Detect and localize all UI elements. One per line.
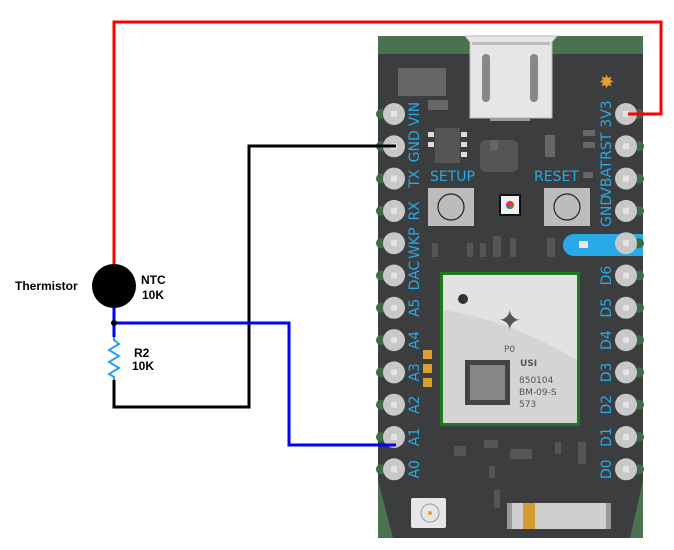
pin-wkp[interactable] (376, 232, 405, 255)
module-name: P0 (504, 345, 515, 355)
photon-board: ✸ SETUP RESET (378, 35, 643, 538)
ufl-connector (411, 498, 446, 528)
pin-a4[interactable] (376, 329, 405, 352)
pin-label-d7: D7 (599, 233, 615, 253)
pin-d5[interactable] (615, 296, 644, 319)
p0-module: ✦ P0 USI 850104 BM-09-S 573 (440, 272, 580, 426)
pin-d4[interactable] (615, 329, 644, 352)
pin-d1[interactable] (615, 426, 644, 448)
pin-label-3v3: 3V3 (599, 100, 615, 127)
pin-label-a2: A2 (407, 395, 423, 413)
resistor-r2 (107, 337, 121, 380)
setup-button[interactable] (428, 188, 474, 226)
pin-label-vin: VIN (407, 102, 423, 126)
pin-a1[interactable] (376, 426, 405, 448)
pin-label-gnd: GND (407, 130, 423, 162)
pin-label-d5: D5 (599, 298, 615, 318)
pin-label-dac: DAC (407, 260, 423, 290)
resistor-name: R2 (134, 346, 150, 360)
pin-label-d1: D1 (599, 427, 615, 447)
reset-button[interactable] (544, 188, 590, 226)
pin-d3[interactable] (615, 361, 644, 384)
pin-label-d6: D6 (599, 266, 615, 286)
thermistor (92, 264, 136, 308)
pin-label-rx: RX (407, 201, 423, 221)
pin-gnd[interactable] (615, 199, 644, 222)
pin-label-vbat: VBAT (599, 160, 615, 197)
module-line3: 573 (519, 400, 536, 410)
module-line2: BM-09-S (519, 388, 557, 398)
pin-label-tx: TX (407, 169, 423, 189)
setup-label: SETUP (430, 169, 475, 185)
module-brand: USI (520, 359, 537, 369)
junction-dot (111, 320, 117, 326)
pin-rx[interactable] (376, 199, 405, 222)
thermistor-type: NTC (141, 273, 166, 287)
pin-a0[interactable] (376, 458, 405, 481)
sparkle-icon: ✸ (599, 72, 614, 92)
thermistor-label: Thermistor (15, 279, 78, 293)
pin-a5[interactable] (376, 296, 405, 319)
thermistor-value: 10K (142, 288, 164, 302)
pin-d7[interactable] (615, 232, 644, 255)
pin-d0[interactable] (615, 458, 644, 481)
pin-label-rst: RST (599, 132, 615, 160)
rgb-led (499, 194, 521, 216)
pin-label-d3: D3 (599, 363, 615, 383)
usb-connector (463, 35, 559, 121)
pin-d6[interactable] (615, 264, 644, 287)
pin-label-a0: A0 (407, 460, 423, 478)
pin-label-a4: A4 (407, 331, 423, 350)
pin-label-d2: D2 (599, 395, 615, 415)
pin-a2[interactable] (376, 393, 405, 416)
resistor-value: 10K (132, 359, 154, 373)
pin-tx[interactable] (376, 167, 405, 190)
pin-label-d0: D0 (599, 459, 615, 479)
pin-rst[interactable] (615, 135, 644, 158)
pin-label-a1: A1 (407, 428, 423, 446)
pin-label-gnd: GND (599, 195, 615, 227)
reset-label: RESET (534, 169, 579, 185)
pin-a3[interactable] (376, 361, 405, 384)
pin-d2[interactable] (615, 393, 644, 416)
pin-vbat[interactable] (615, 167, 644, 190)
pin-dac[interactable] (376, 264, 405, 287)
module-line1: 850104 (519, 376, 554, 386)
wire-3v3[interactable] (112, 20, 663, 268)
pin-vin[interactable] (376, 103, 405, 125)
compass-star-icon: ✦ (498, 305, 521, 336)
pin-label-a5: A5 (407, 299, 423, 317)
pin-label-a3: A3 (407, 363, 423, 381)
wire-gnd[interactable] (112, 144, 396, 409)
wire-a1[interactable] (114, 321, 396, 447)
pin-label-wkp: WKP (407, 227, 423, 258)
chip-antenna (507, 503, 611, 529)
pin-label-d4: D4 (599, 330, 615, 350)
